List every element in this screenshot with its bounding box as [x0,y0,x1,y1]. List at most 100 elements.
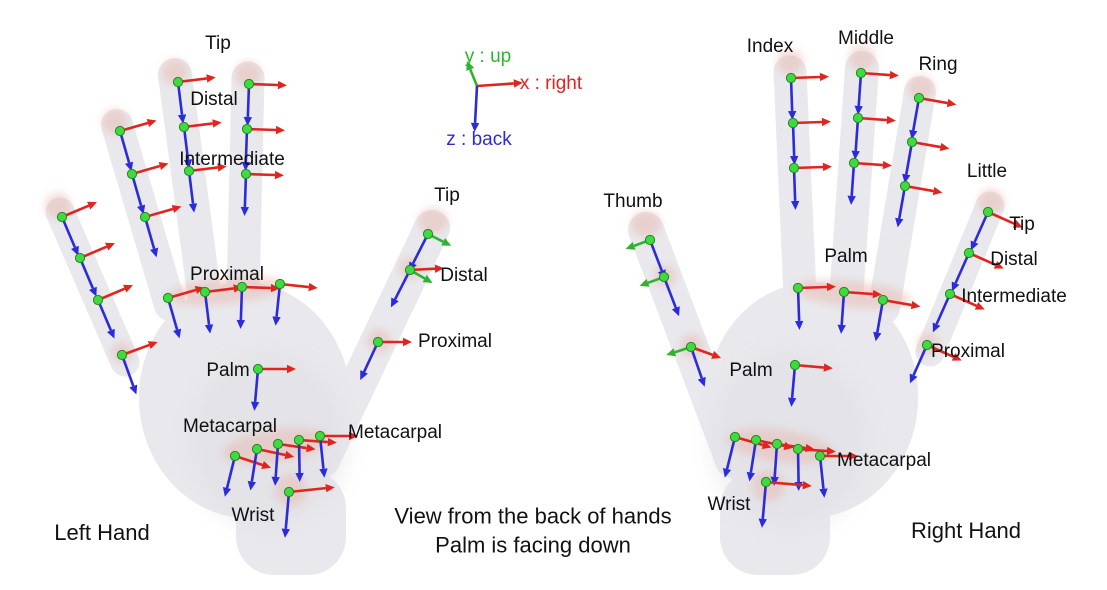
axis-arrowhead [789,155,799,165]
axis-arrowhead [183,159,193,169]
axis-arrowhead [837,324,846,334]
joint-marker [921,339,933,351]
axis-arrowhead [946,98,957,108]
axis-arrow [118,130,131,164]
axis-arrowhead [146,118,157,128]
axis-arrowhead [873,331,882,342]
fingertip-tint [777,49,803,75]
joint-marker [877,294,889,306]
axis-arrow [648,239,664,272]
axis-arrowhead [970,240,979,251]
axis-arrowhead [932,322,941,333]
axis-arrowhead [241,161,251,171]
axis-arrow [875,299,885,333]
axis-arrow [274,443,280,478]
joint-marker [982,206,994,218]
axis-arrowhead [206,74,216,83]
axis-arrow [275,283,282,317]
axis-arrow [476,82,515,88]
axis-arrow [96,299,113,331]
axis-arrowhead [287,364,296,374]
axis-arrowhead [281,528,290,538]
axis-arrow [911,97,921,131]
axis-arrowhead [434,264,444,273]
joint-marker [116,349,128,361]
axis-arrow [244,128,249,163]
axis-arrowhead [895,217,904,228]
axis-arrowhead [222,487,232,497]
axis-arrowhead [87,201,97,210]
axis-arrow [297,439,301,474]
joint-marker [760,476,772,488]
axis-arrowhead [783,441,794,451]
axis-arrowhead [819,488,828,498]
axis-arrowhead [349,431,358,441]
axis-arrowhead [794,320,804,330]
axis-arrowhead [177,114,187,124]
joint-marker [792,443,804,455]
axis-arrow [689,346,703,379]
joint-marker [241,123,253,135]
axis-arrowhead [470,122,480,132]
joint-marker [906,136,918,148]
joint-marker [293,434,305,446]
axis-arrowhead [886,115,896,125]
axis-arrowhead [819,72,829,82]
axis-arrow [318,435,325,469]
axis-arrow [469,68,479,87]
axis-arrowhead [513,79,523,88]
axis-arrowhead [854,105,863,115]
axis-arrowhead [284,450,295,460]
axis-arrow [854,117,860,152]
axis-arrowhead [171,204,182,214]
joint-marker [963,247,975,259]
axis-arrowhead [274,170,284,180]
joint-marker [785,72,797,84]
axis-arrow [143,216,156,250]
joint-marker [274,278,286,290]
axis-arrowhead [790,200,800,210]
axis-arrow [225,455,237,489]
axis-arrowhead [360,370,368,381]
axis-arrow [284,491,291,529]
axis-arrow [203,291,211,325]
joint-marker [74,252,86,264]
axis-arrowhead [247,480,256,491]
axis-arrow [393,269,412,300]
axis-arrow [840,291,846,326]
joint-marker [236,281,248,293]
joint-marker [172,76,184,88]
joint-marker [855,67,867,79]
axis-arrow [818,455,825,489]
axis-arrowhead [125,161,134,172]
axis-arrowhead [89,286,97,297]
axis-arrow [973,211,990,243]
axis-arrowhead [137,204,146,215]
axis-arrowhead [306,443,316,453]
axis-arrowhead [403,337,412,347]
axis-arrowhead [308,282,318,292]
axis-arrowhead [441,237,452,246]
fingertip-tint [849,45,875,71]
axis-arrow [897,185,907,219]
axis-arrowhead [802,481,812,490]
joint-marker [272,438,284,450]
joint-marker [644,234,656,246]
axis-arrow [187,170,195,204]
axis-arrowhead [625,241,636,250]
axis-arrow [473,85,479,124]
axis-arrow [253,368,260,402]
axis-arrow [288,486,326,494]
axis-arrowhead [666,348,677,357]
axis-arrowhead [823,363,833,372]
axis-arrowhead [639,278,650,287]
axis-arrowhead [805,443,815,453]
axis-arrowhead [787,397,797,407]
axis-arrowhead [204,324,214,334]
axis-arrow [411,233,430,264]
fingertip-tint [235,61,261,87]
axis-arrowhead [466,60,475,71]
joint-marker [183,165,195,177]
